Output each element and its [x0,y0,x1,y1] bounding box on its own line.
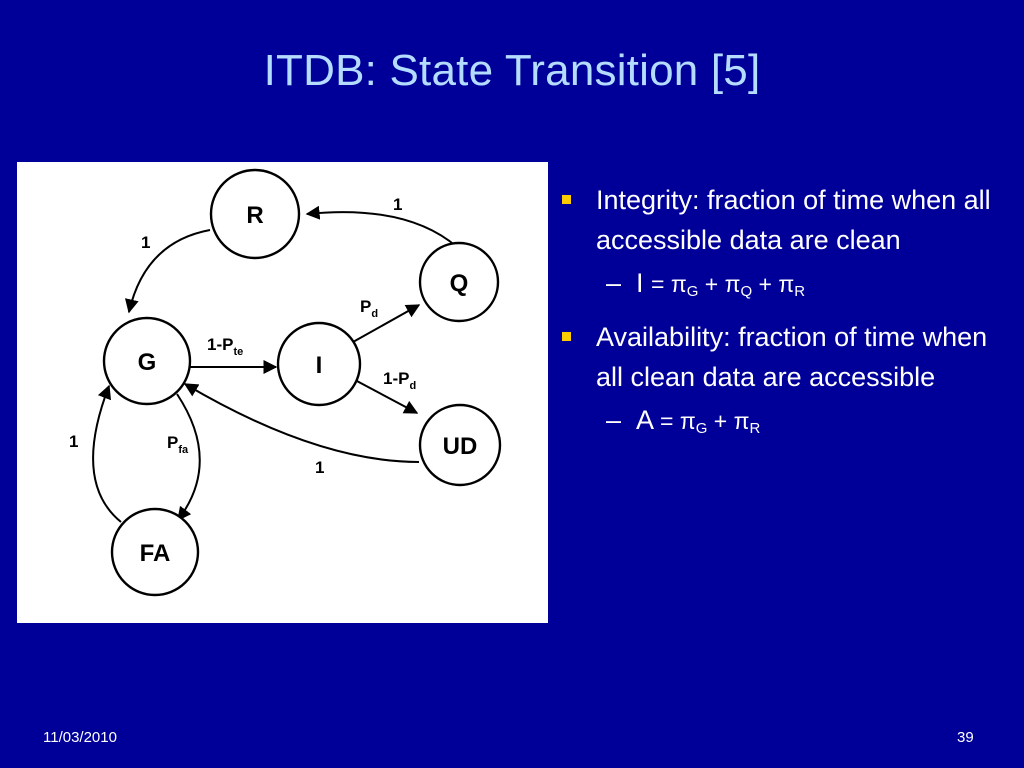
node-r: R [209,168,301,260]
bullet-integrity: Integrity: fraction of time when all acc… [560,180,1010,260]
slide-title: ITDB: State Transition [5] [263,46,761,95]
node-i: I [276,321,362,407]
formula-availability-lhs: A [636,405,653,435]
svg-text:UD: UD [443,433,478,460]
svg-text:FA: FA [140,540,171,567]
formula-integrity-lhs: I [636,268,644,298]
edge-q-to-r [305,205,458,248]
label-q-to-r: 1 [393,195,402,214]
svg-text:I: I [316,352,323,379]
svg-text:R: R [246,202,263,229]
node-g: G [102,316,192,406]
node-ud: UD [418,403,502,487]
formula-availability: – A = πG + πR [560,401,1010,448]
label-i-to-ud: 1-Pd [383,369,416,392]
formula-integrity: – I = πG + πQ + πR [560,264,1010,311]
bullet-availability-text: Availability: fraction of time when all … [596,322,988,392]
edge-i-to-q [352,304,421,343]
bullet-integrity-text: Integrity: fraction of time when all acc… [596,185,991,255]
edge-ud-to-g [183,383,420,463]
edge-i-to-ud [354,379,419,414]
edge-fa-to-g [92,384,122,523]
formula-availability-rhs: = πG + πR [660,408,761,437]
label-fa-to-g: 1 [69,432,78,451]
square-bullet-icon [562,195,571,204]
edge-g-to-fa [176,393,201,522]
square-bullet-icon [562,332,571,341]
label-i-to-q: Pd [360,297,378,320]
svg-text:G: G [138,349,157,376]
diagram-canvas: R Q G I UD FA 1 1 Pd 1-Pte 1-Pd Pfa 1 1 [69,168,502,597]
dash-bullet-icon: – [606,405,622,435]
state-transition-diagram: R Q G I UD FA 1 1 Pd 1-Pte 1-Pd Pfa 1 1 [17,162,548,623]
node-fa: FA [110,507,200,597]
footer-date: 11/03/2010 [43,729,117,746]
edge-r-to-g [124,229,211,314]
dash-bullet-icon: – [606,268,622,298]
node-q: Q [418,241,500,323]
label-ud-to-g: 1 [315,458,324,477]
bullet-list: Integrity: fraction of time when all acc… [560,180,1010,454]
formula-integrity-rhs: = πG + πQ + πR [651,271,806,300]
bullet-availability: Availability: fraction of time when all … [560,317,1010,397]
label-g-to-fa: Pfa [167,433,189,456]
page-number: 39 [957,729,974,746]
svg-text:Q: Q [450,270,469,297]
label-r-to-g: 1 [141,233,150,252]
label-g-to-i: 1-Pte [207,335,243,358]
